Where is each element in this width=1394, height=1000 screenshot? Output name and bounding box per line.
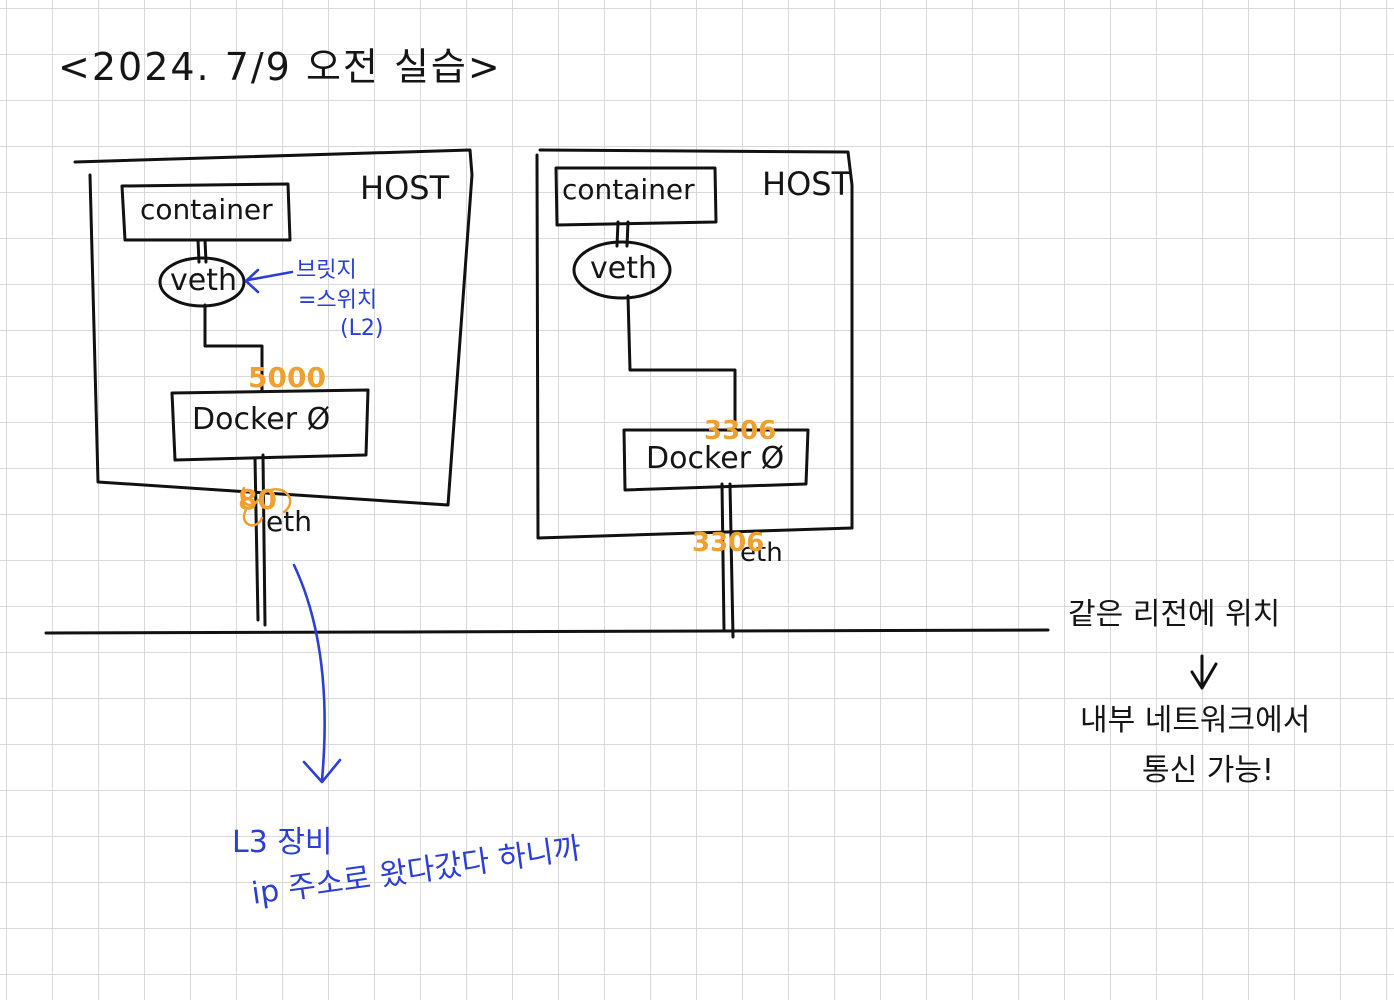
right-container-box [554, 166, 718, 227]
right-container-label: container [562, 173, 695, 206]
bridge-arrow [244, 268, 294, 294]
left-docker-port: 5000 [248, 361, 326, 394]
region-note-line-3: 내부 네트워크에서 [1080, 703, 1311, 738]
bridge-note-line-2: =스위치 [298, 288, 378, 313]
right-veth-label: veth [590, 251, 657, 286]
right-veth-docker-line [626, 294, 737, 434]
bridge-note-line-3: (L2) [340, 316, 384, 341]
left-eth-port: 80 [238, 483, 277, 516]
l3-arrow [292, 563, 342, 784]
right-docker-eth-link [720, 482, 735, 639]
left-eth-label: eth [266, 505, 312, 538]
left-veth-label: veth [170, 263, 237, 298]
left-docker-eth-link [253, 453, 267, 627]
left-veth-docker-line [203, 303, 264, 392]
left-eth-scribble-2 [260, 487, 292, 514]
right-docker-label: Docker Ø [646, 441, 785, 476]
right-docker-box [622, 428, 810, 492]
bridge-note-line-1: 브릿지 [296, 258, 357, 283]
left-docker-box [170, 388, 370, 462]
region-note-line-1: 같은 리전에 위치 [1068, 597, 1281, 632]
left-host-box [73, 148, 474, 507]
network-line [44, 628, 1050, 635]
page-title: <2024. 7/9 오전 실습> [58, 45, 502, 89]
left-container-label: container [140, 193, 273, 226]
right-eth-label: eth [740, 538, 783, 568]
right-veth-ellipse [572, 240, 672, 300]
left-container-box [120, 182, 292, 242]
left-veth-ellipse [158, 256, 246, 308]
right-eth-port: 3306 [692, 528, 765, 558]
right-host-label: HOST [762, 165, 852, 203]
l3-note-line-1: L3 장비 [232, 825, 333, 860]
region-arrow [1190, 654, 1218, 690]
left-host-label: HOST [360, 169, 450, 207]
region-note-line-4: 통신 가능! [1142, 753, 1274, 788]
right-host-box [535, 148, 854, 540]
right-docker-port: 3306 [704, 416, 777, 446]
left-eth-scribble [240, 486, 264, 527]
left-docker-label: Docker Ø [192, 402, 331, 437]
